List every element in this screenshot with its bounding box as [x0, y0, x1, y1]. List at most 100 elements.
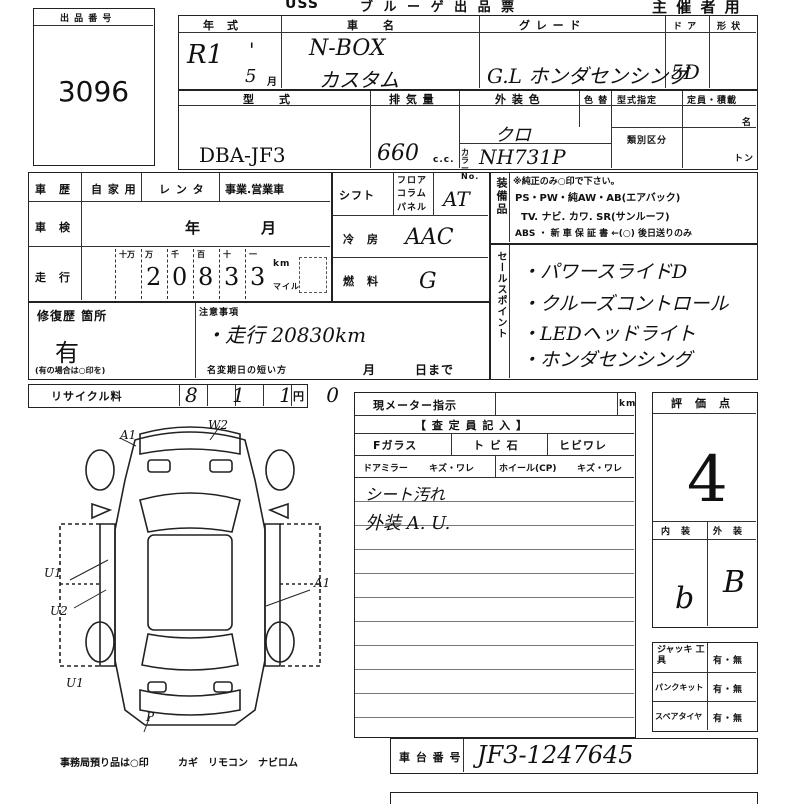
sales-block: セールスポイント ・パワースライドD ・クルーズコントロール ・LEDヘッドライ… [490, 244, 758, 380]
inspection-year-unit: 年 [185, 219, 202, 237]
meter-label: 現メーター指示 [373, 399, 457, 412]
model-value: DBA-JF3 [199, 143, 286, 167]
repair-value: 有 [55, 339, 79, 367]
equipment-note: ※純正のみ○印で下さい。 [513, 177, 620, 187]
rename-day-unit: 日まで [415, 363, 455, 377]
meter-unit: km [619, 399, 637, 409]
interior-score: b [675, 581, 695, 616]
inspection-month-unit: 月 [261, 219, 278, 237]
sales-label: セールスポイント [495, 251, 506, 339]
rename-label: 名変期日の短い方 [207, 366, 288, 376]
displacement-value: 660 [377, 141, 419, 166]
interior-label: 内 装 [661, 527, 692, 537]
chassis-label: 車 台 番 号 [399, 751, 462, 764]
inspector-wheel-dmg: キズ・ワレ [577, 464, 623, 474]
car-name-label: 車 名 [347, 19, 395, 32]
inspection-label: 車 検 [35, 221, 71, 234]
mileage-digit-label: 一 [249, 250, 257, 259]
mileage-km: km [273, 259, 291, 269]
equipment-block: 装備品 ※純正のみ○印で下さい。 PS・PW・純AW・AB(エアバック) TV.… [490, 172, 758, 244]
inspector-mirror: ドアミラー [363, 464, 408, 474]
header-title: ブ ル ー ゲ 出 品 票 [360, 0, 518, 15]
fuel-label: 燃 料 [343, 275, 379, 288]
mileage-digit-label: 万 [145, 250, 153, 259]
model-label: 型 式 [243, 93, 291, 106]
shift-floor: フロア [397, 176, 428, 186]
notes-value: ・走行 20830km [205, 323, 367, 347]
lot-label: 出 品 番 号 [60, 14, 113, 24]
tool-jack-label: ジャッキ 工 具 [657, 645, 714, 666]
history-label: 車 歴 [35, 183, 71, 196]
inspector-glass: Fガラス [373, 439, 418, 452]
mileage-digit: 3 [250, 263, 266, 291]
footer-box [390, 792, 758, 804]
tool-jack-value: 有・無 [713, 656, 744, 666]
mark-a1-right: A1 [314, 576, 331, 590]
inspector-mirror-dmg: キズ・ワレ [429, 464, 475, 474]
tool-puncture-label: パンクキット [655, 683, 704, 692]
ac-value: AAC [405, 225, 454, 250]
exterior-score: B [723, 565, 746, 600]
shape-label: 形 状 [717, 22, 742, 32]
equipment-label: 装備品 [495, 177, 508, 216]
mark-u1-left: U1 [44, 566, 62, 580]
chassis-block: 車 台 番 号 JF3-1247645 [390, 738, 758, 774]
lot-box: 出 品 番 号 3096 [33, 8, 155, 166]
class-label: 類別区分 [627, 136, 668, 146]
equipment-row2: TV. ナビ. カワ. SR(サンルーフ) [521, 212, 670, 223]
exterior-value: クロ [495, 125, 531, 146]
tool-puncture-value: 有・無 [713, 685, 744, 695]
mileage-digit-label: 千 [171, 250, 179, 259]
year-month: 5 [245, 66, 257, 87]
lot-number: 3096 [57, 75, 130, 108]
capacity-label: 定員・積載 [687, 96, 738, 106]
color-no-label: カラー No. [461, 148, 480, 181]
grade-value: G.L ホンダセンシング [487, 64, 689, 88]
grade-label: グ レ ー ド [519, 19, 582, 32]
exterior-rating-label: 外 装 [713, 527, 744, 537]
office-items-label: 事務局預り品は○印 [60, 758, 149, 769]
top-info: 年 式 車 名 グ レ ー ド ド ア 形 状 R1 ' 5 月 N-BOX カ… [178, 15, 758, 92]
shift-block: シフト フロア コラム パネル AT 冷 房 AAC 燃 料 G [332, 172, 490, 302]
mileage-digit-label: 百 [197, 250, 205, 259]
header-organizer: 主 催 者 用 [652, 0, 742, 16]
sales-item-2: ・クルーズコントロール [521, 293, 729, 315]
header-title-left: USS [285, 0, 319, 12]
sales-item-1: ・パワースライドD [521, 261, 688, 283]
mileage-digit-label: 十 [223, 250, 231, 259]
meter-block: 現メーター指示 km 【 査 定 員 記 入 】 Fガラス ト ビ 石 ヒビワレ… [354, 392, 636, 738]
inspector-line2: 外装 A. U. [365, 513, 451, 534]
sales-item-4: ・ホンダセンシング [521, 349, 693, 371]
repair-label: 修復歴 箇所 [37, 309, 108, 323]
exterior-label: 外 装 色 [495, 93, 541, 106]
shift-column: コラム [397, 189, 427, 199]
tool-spare-label: スペアタイヤ [655, 712, 703, 721]
recycle-unit: 円 [293, 390, 305, 403]
shift-value: AT [443, 187, 470, 211]
mileage-check-box [299, 257, 327, 293]
car-name-1: N-BOX [309, 36, 386, 61]
inspector-crack: ヒビワレ [559, 439, 607, 452]
sales-item-3: ・LEDヘッドライト [521, 323, 696, 345]
recycle-block: リサイクル料 8 1 1 0 円 [28, 383, 339, 408]
inspector-label: 【 査 定 員 記 入 】 [415, 419, 528, 432]
equipment-row3: ABS ・ 新 車 保 証 書 ←(○) 後日送りのみ [515, 229, 692, 239]
tools-block: ジャッキ 工 具 有・無 パンクキット 有・無 スペアタイヤ 有・無 [652, 642, 758, 732]
recycle-value: 8 1 1 0 [185, 383, 353, 407]
tool-spare-value: 有・無 [713, 714, 744, 724]
mileage-digit: 3 [224, 263, 240, 291]
year-era: R1 [187, 40, 224, 70]
mark-u1-bottom: U1 [66, 676, 84, 690]
equipment-row1: PS・PW・純AW・AB(エアバック) [515, 193, 681, 204]
displacement-unit: c.c. [433, 155, 455, 165]
notes-label: 注意事項 [199, 308, 240, 318]
type-spec-label: 型式指定 [617, 96, 658, 106]
color-no-value: NH731P [479, 145, 566, 169]
car-damage-diagram [59, 425, 321, 733]
fuel-value: G [419, 269, 437, 294]
shift-label: シフト [339, 189, 375, 202]
year-month-unit: 月 [267, 77, 278, 88]
history-opt-private: 自 家 用 [91, 183, 137, 196]
person-unit: 名 [742, 118, 753, 128]
